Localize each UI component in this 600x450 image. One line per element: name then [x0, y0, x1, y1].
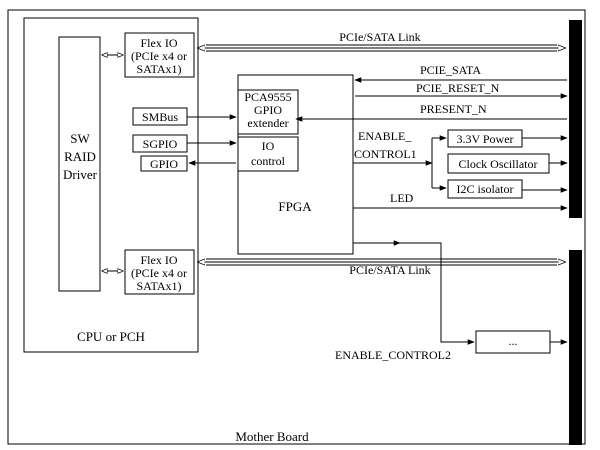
connector-bar-bottom — [569, 250, 582, 445]
pca9555-label-3: extender — [247, 116, 288, 130]
flex-io-top-label-3: SATAx1) — [136, 62, 181, 76]
flex-io-bottom-label-2: (PCIe x4 or — [131, 266, 187, 280]
io-control-label-2: control — [251, 154, 286, 168]
pca9555-label-1: PCA9555 — [244, 90, 291, 104]
enable-control1-label-b: CONTROL1 — [354, 147, 417, 161]
gpio-label: GPIO — [150, 157, 178, 171]
sw-raid-driver-box — [58, 36, 101, 292]
sw-raid-label-3: Driver — [63, 167, 98, 182]
flex-io-top-label-1: Flex IO — [141, 36, 178, 50]
sgpio-label: SGPIO — [143, 137, 178, 151]
io-control-box — [237, 136, 299, 172]
pcie-sata-link-top-label: PCIe/SATA Link — [339, 30, 420, 44]
pca9555-box — [237, 89, 299, 135]
pca9555-label-2: GPIO — [254, 103, 282, 117]
sw-raid-label-2: RAID — [64, 149, 96, 164]
flex-io-bottom-label-1: Flex IO — [141, 253, 178, 267]
gpio-box — [140, 155, 188, 172]
fpga-label: FPGA — [278, 199, 312, 214]
present-signal-label: PRESENT_N — [420, 102, 487, 116]
cpu-pch-label: CPU or PCH — [77, 329, 145, 344]
io-control-label-1: IO — [262, 139, 275, 153]
dots-label: ... — [509, 334, 518, 348]
pcie-sata-link-bottom-label: PCIe/SATA Link — [349, 263, 430, 277]
flex-io-bottom-box — [124, 249, 195, 295]
clock-label: Clock Oscillator — [459, 157, 538, 171]
enable-control2-label: ENABLE_CONTROL2 — [335, 348, 451, 362]
pcie-reset-signal-label: PCIE_RESET_N — [416, 81, 500, 95]
enable-control1-label-a: ENABLE_ — [358, 129, 412, 143]
connector-bar-top — [569, 20, 582, 218]
motherboard-label: Mother Board — [235, 429, 309, 444]
power-label: 3.3V Power — [456, 132, 513, 146]
flex-io-top-box — [124, 32, 195, 78]
pcie-sata-signal-label: PCIE_SATA — [420, 63, 481, 77]
i2c-box — [447, 179, 523, 199]
enable-control2-route — [400, 242, 475, 345]
flex-io-top-label-2: (PCIe x4 or — [131, 49, 187, 63]
flex-io-bottom-label-3: SATAx1) — [136, 279, 181, 293]
sw-raid-label-1: SW — [70, 131, 90, 146]
i2c-label: I2C isolator — [457, 182, 514, 196]
led-label: LED — [390, 191, 414, 205]
smbus-label: SMBus — [142, 110, 178, 124]
